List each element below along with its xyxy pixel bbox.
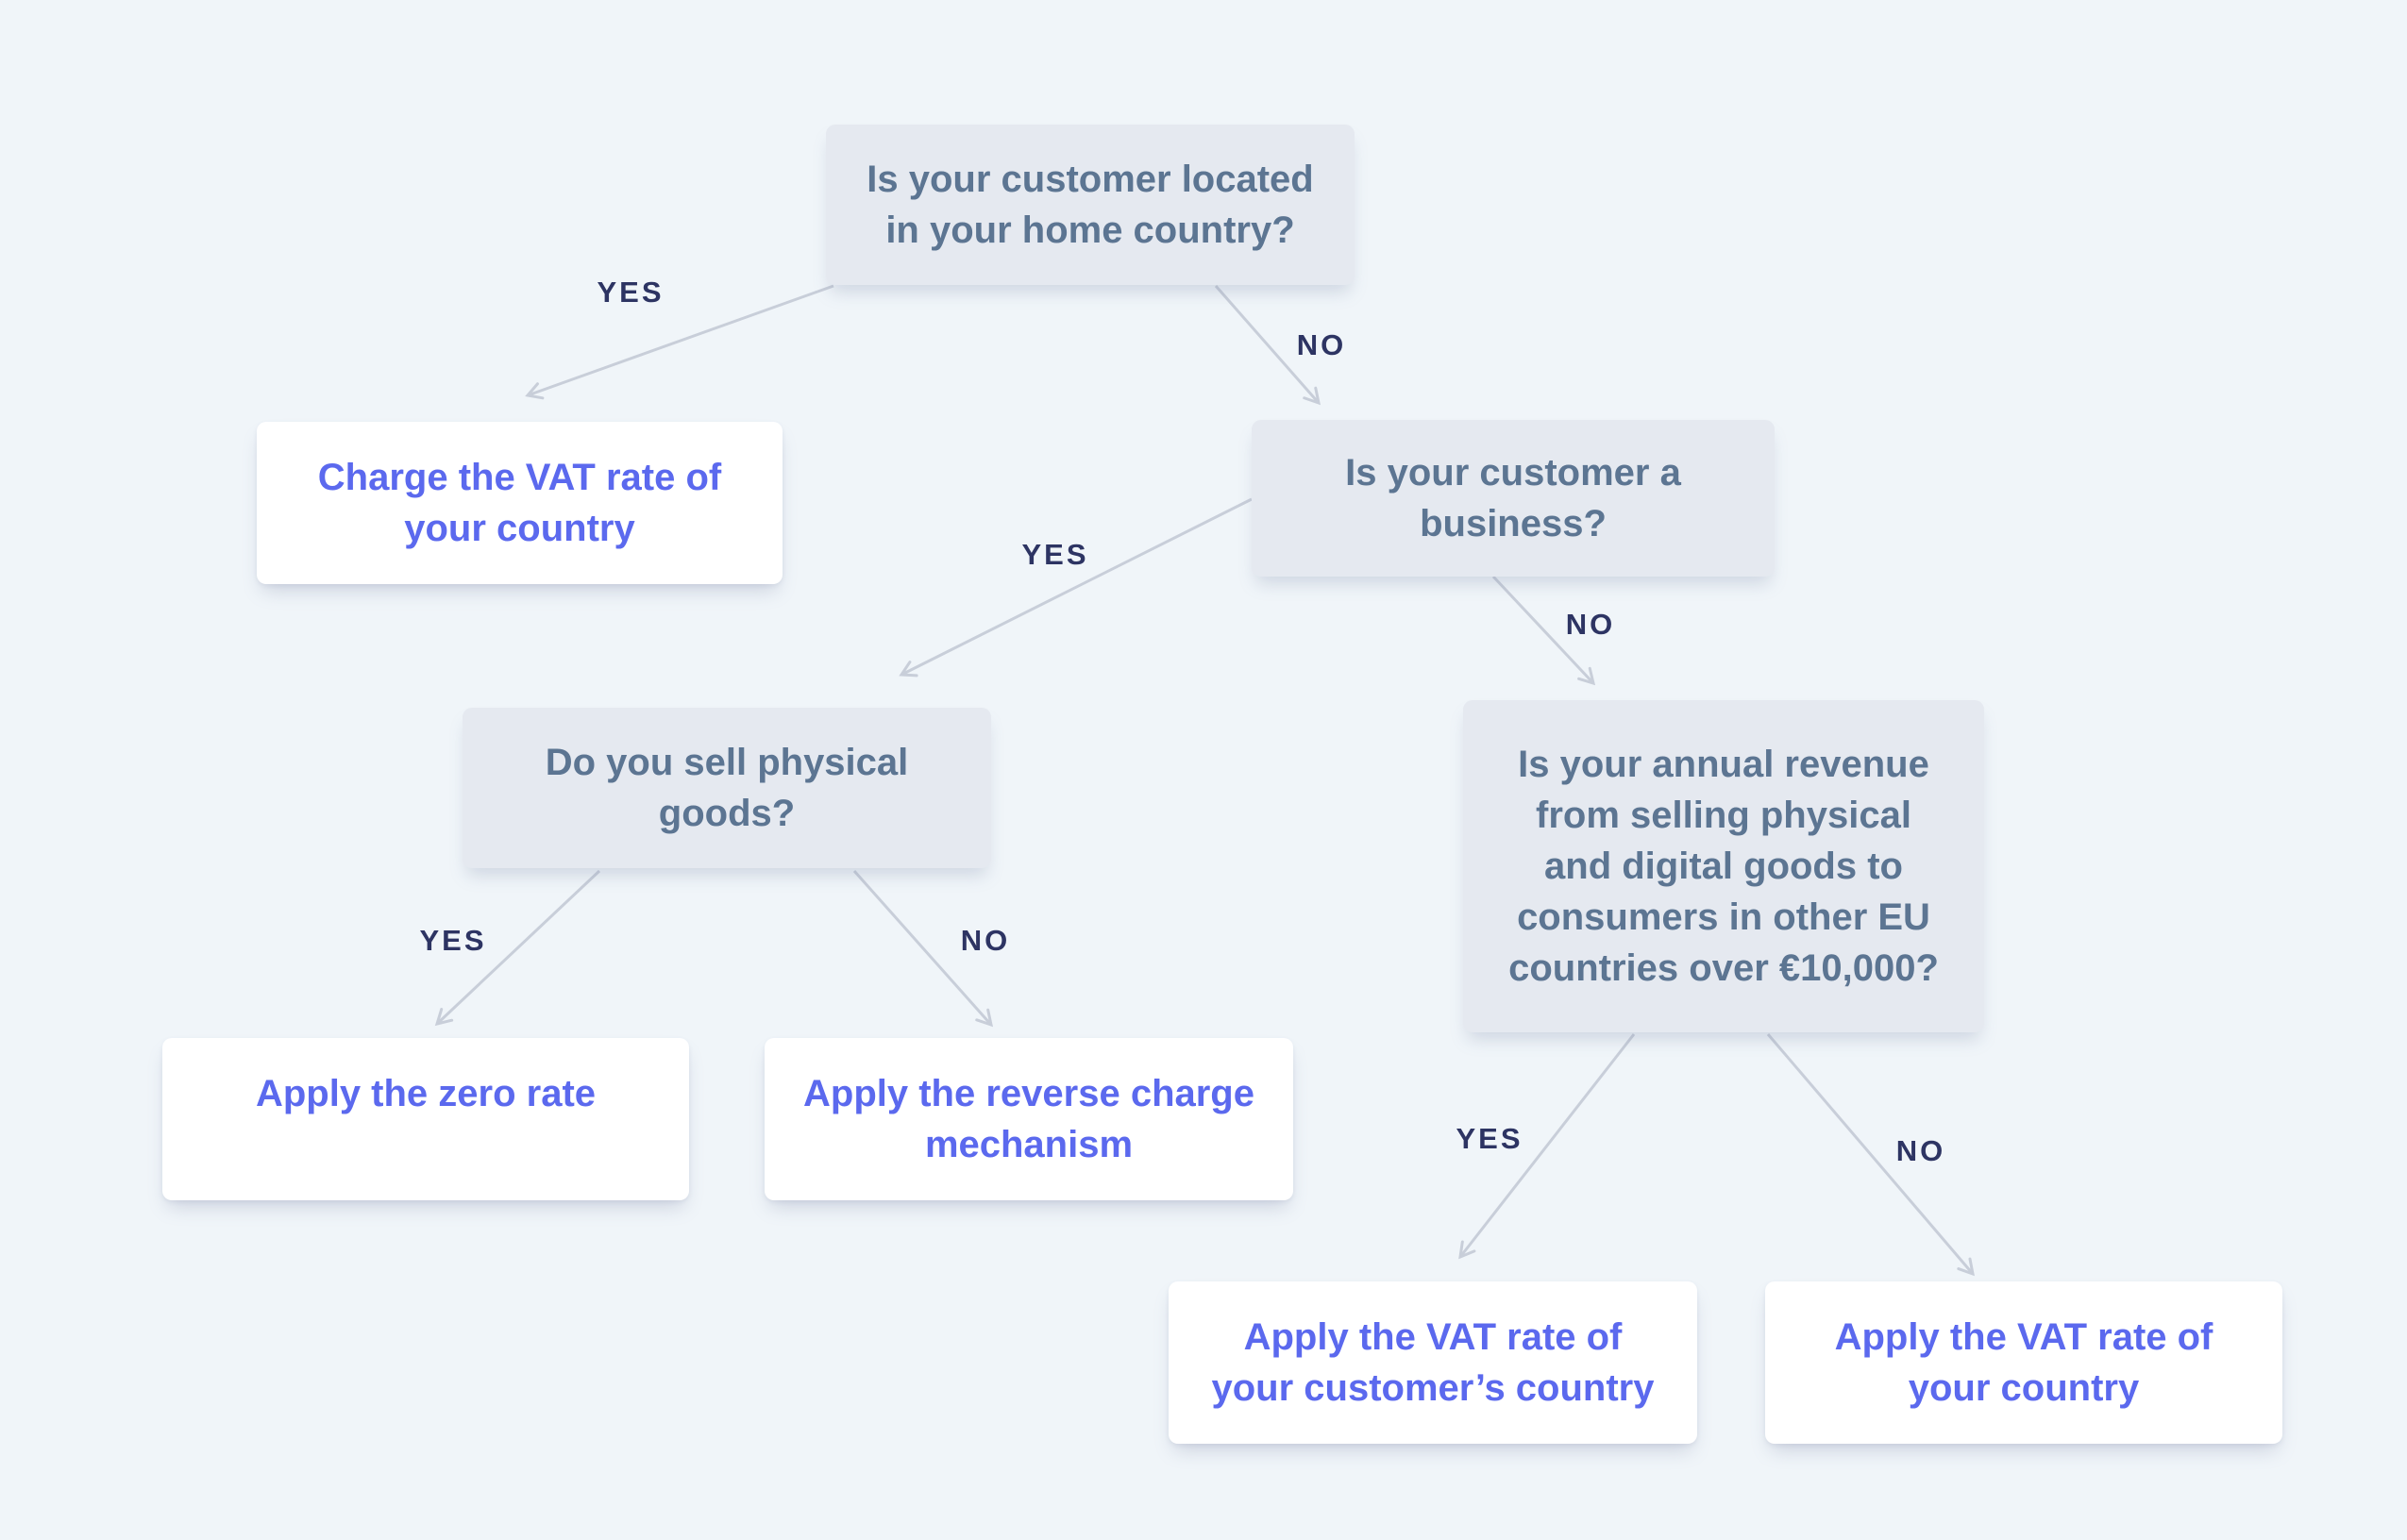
result-charge-vat-your-country: Charge the VAT rate of your country [257,422,783,584]
question-sell-physical-goods: Do you sell physical goods? [463,708,991,868]
result-vat-rate-your-country: Apply the VAT rate of your country [1765,1281,2282,1444]
edge-label-no-q2-q4: NO [1565,608,1616,641]
edge-label-yes-q4-r4: YES [1456,1122,1523,1155]
arrow-q1-to-r1 [525,284,834,400]
edge-label-yes-q2-q3: YES [1021,538,1089,571]
arrow-q2-to-q3 [899,497,1253,678]
result-apply-reverse-charge: Apply the reverse charge mechanism [765,1038,1293,1200]
edge-label-no-q1-q2: NO [1296,328,1347,361]
result-vat-rate-customers-country: Apply the VAT rate of your customer’s co… [1169,1281,1697,1444]
edge-label-yes-q3-r2: YES [419,924,487,957]
result-apply-zero-rate: Apply the zero rate [162,1038,689,1200]
question-annual-revenue-over-10000: Is your annual revenue from selling phys… [1463,700,1984,1032]
edge-label-no-q3-r3: NO [960,924,1011,957]
edge-label-yes-q1-r1: YES [597,276,665,309]
question-customer-location: Is your customer located in your home co… [826,125,1355,285]
question-customer-is-business: Is your customer a business? [1252,420,1775,577]
edge-label-no-q4-r5: NO [1895,1134,1946,1167]
